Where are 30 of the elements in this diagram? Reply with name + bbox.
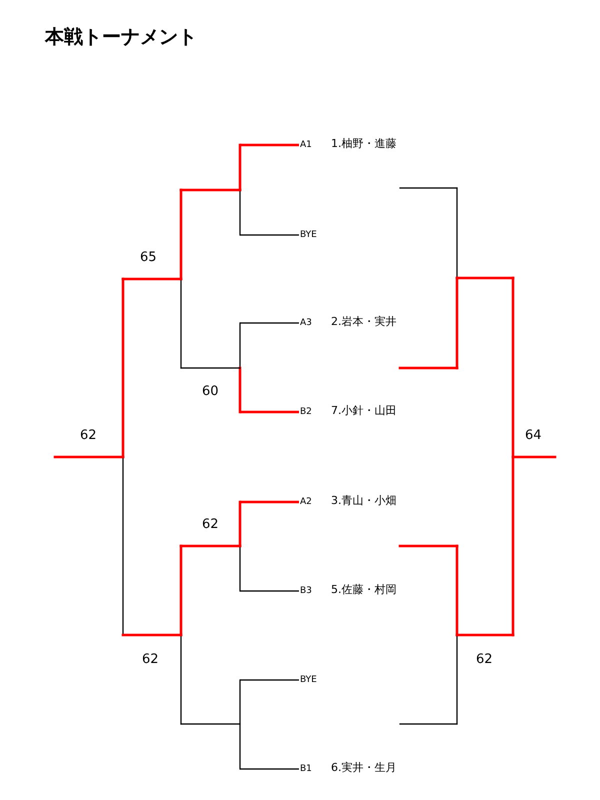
slot-label: B1: [300, 763, 312, 775]
team-name: 2.岩本・実井: [331, 315, 396, 329]
team-name: 1.柚野・進藤: [331, 137, 396, 151]
score-label: 62: [202, 517, 219, 533]
bracket-line: [240, 590, 299, 592]
team-name: 6.実井・生月: [331, 761, 396, 775]
team-name: 7.小針・山田: [331, 404, 396, 418]
title: 本戦トーナメント: [45, 25, 197, 50]
slot-label: BYE: [300, 229, 317, 241]
bracket-line: [240, 410, 299, 414]
slot-label: BYE: [300, 674, 317, 686]
score-label: 62: [476, 652, 493, 668]
score-label: 60: [202, 384, 219, 400]
slot-label: A2: [300, 496, 312, 508]
score-label: 64: [525, 428, 542, 444]
slot-label: B2: [300, 406, 312, 418]
score-label: 62: [142, 652, 159, 668]
score-label: 62: [80, 428, 97, 444]
bracket-line: [240, 144, 299, 146]
team-name: 3.青山・小畑: [331, 494, 396, 508]
bracket-line: [240, 322, 299, 324]
bracket-line: [240, 500, 299, 504]
slot-label: A3: [300, 317, 312, 329]
slot-label: B3: [300, 585, 312, 597]
bracket-line: [240, 768, 299, 770]
slot-label: A1: [300, 139, 312, 151]
score-label: 65: [140, 250, 157, 266]
team-name: 5.佐藤・村岡: [331, 583, 396, 597]
bracket-line: [240, 679, 299, 681]
bracket-line: [240, 234, 299, 236]
